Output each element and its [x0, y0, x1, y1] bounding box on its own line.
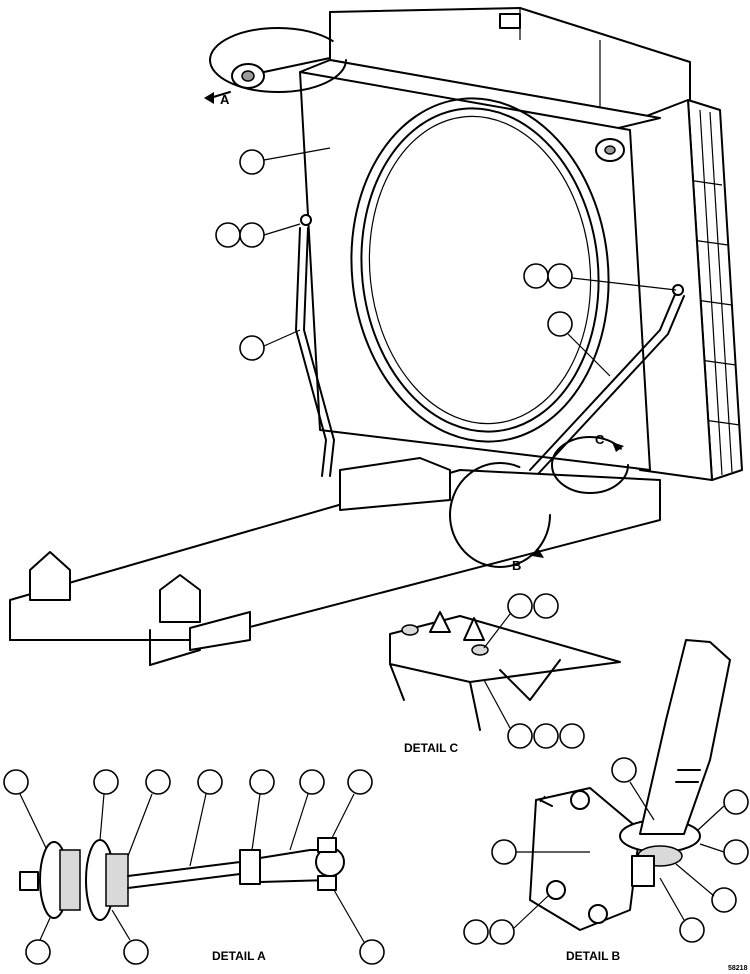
top-pulley-left — [231, 57, 331, 89]
fan-shroud — [299, 71, 651, 471]
callout-bubble — [723, 789, 749, 815]
callout-bubble — [533, 723, 559, 749]
view-label-b: B — [512, 558, 521, 573]
callout-bubble — [3, 769, 29, 795]
callout-bubble — [559, 723, 585, 749]
callout-bubble — [711, 887, 737, 913]
callout-bubble — [145, 769, 171, 795]
callout-bubble — [463, 919, 489, 945]
detail-c-view: DETAIL C — [389, 593, 621, 755]
base-frame — [9, 457, 661, 666]
callout-bubble — [197, 769, 223, 795]
callout-bubble — [679, 917, 705, 943]
detail-b-title: DETAIL B — [566, 949, 621, 963]
callout-bubble — [489, 919, 515, 945]
callout-bubble — [93, 769, 119, 795]
callout-bubble — [723, 839, 749, 865]
callout-bubble — [507, 593, 533, 619]
detail-b-view: DETAIL B — [463, 639, 749, 963]
detail-b-marker: B — [449, 462, 551, 573]
callout-bubble — [123, 939, 149, 965]
callout-bubble — [611, 757, 637, 783]
top-pulley-right — [595, 138, 625, 162]
left-strut-rod — [295, 214, 335, 477]
detail-c-title: DETAIL C — [404, 741, 459, 755]
callout-bubble — [299, 769, 325, 795]
callout-bubble — [533, 593, 559, 619]
detail-a-title: DETAIL A — [212, 949, 266, 963]
detail-c-marker: C — [551, 432, 629, 494]
callout-bubble — [215, 222, 241, 248]
view-label-a: A — [220, 92, 230, 107]
main-assembly-view: A B — [9, 7, 743, 666]
figure-number: 58218 — [728, 965, 748, 972]
callout-bubble — [491, 839, 517, 865]
main-callouts — [215, 147, 677, 377]
callout-bubble — [523, 263, 549, 289]
callout-bubble — [25, 939, 51, 965]
callout-bubble — [359, 939, 385, 965]
callout-bubble — [239, 222, 265, 248]
callout-bubble — [249, 769, 275, 795]
view-label-c: C — [595, 432, 605, 447]
callout-bubble — [239, 149, 265, 175]
detail-a-view: DETAIL A — [3, 769, 385, 965]
detail-a-marker: A — [204, 27, 347, 107]
callout-bubble — [547, 263, 573, 289]
callout-bubble — [239, 335, 265, 361]
callout-bubble — [507, 723, 533, 749]
right-strut-rod — [529, 284, 685, 475]
callout-bubble — [347, 769, 373, 795]
callout-bubble — [547, 311, 573, 337]
